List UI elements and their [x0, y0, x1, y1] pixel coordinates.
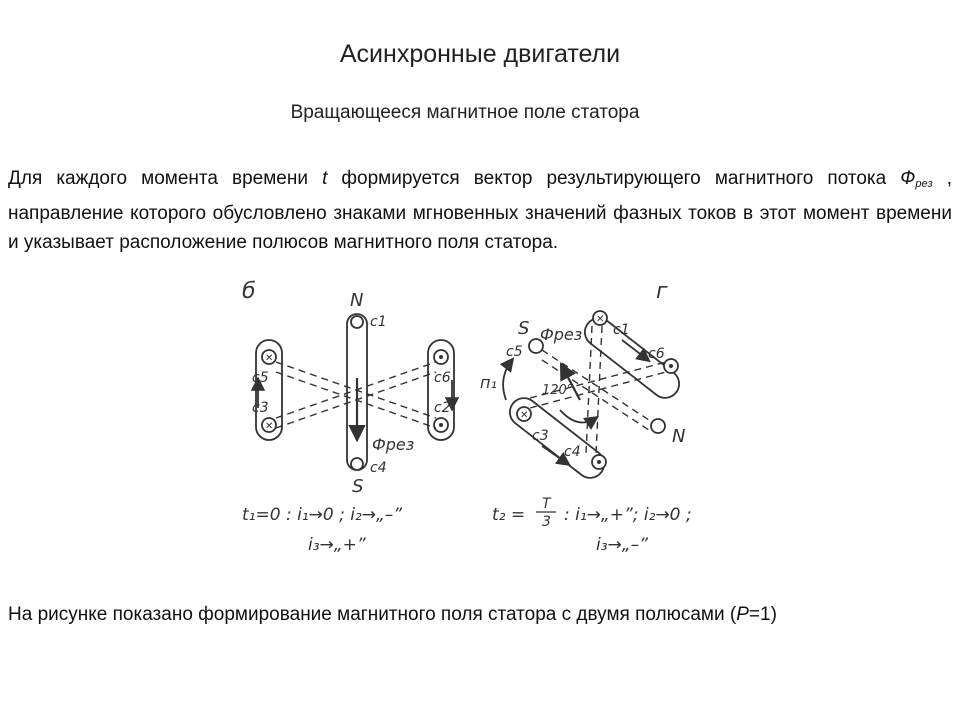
- coil-end-n: [650, 418, 666, 434]
- slide-subtitle: Вращающееся магнитное поле статора: [290, 102, 640, 123]
- pole-s-label: S: [352, 476, 363, 497]
- coil-label-c6: с6: [648, 346, 665, 362]
- coil-label-c3: с3: [532, 428, 549, 444]
- coil-end-c3: [261, 417, 277, 433]
- coil-label-c4: с4: [564, 444, 581, 460]
- formula-line-2: i₃→„–”: [596, 535, 648, 555]
- coil-label-c4: с4: [370, 460, 387, 476]
- diagram-right-label: г: [656, 279, 668, 304]
- coil-end-c1: [592, 310, 608, 326]
- cross-icon: ✕: [265, 353, 273, 364]
- coil-label-c6: с6: [434, 370, 451, 386]
- paragraph-text: На рисунке показано формирование магнитн…: [8, 604, 737, 625]
- formula-fraction-numerator: T: [542, 496, 552, 512]
- coil-end-c4: [350, 457, 364, 471]
- paragraph-text: формируется вектор результирующего магни…: [327, 168, 901, 189]
- pole-pairs-symbol: Р: [736, 604, 749, 625]
- coil-end-c5: [261, 349, 277, 365]
- dot-icon: [669, 364, 673, 368]
- coil-label-c1: с1: [370, 314, 387, 330]
- coil-connections: [529, 325, 667, 455]
- flux-vector-label: Фрез: [372, 435, 414, 454]
- current-arrow: [541, 445, 571, 467]
- coil-label-c1: с1: [613, 322, 630, 338]
- paragraph-text: =1): [748, 604, 777, 625]
- pole-n-label: N: [350, 290, 363, 311]
- coil-c3-c4: [509, 397, 605, 479]
- rotation-label: п₁: [480, 373, 497, 392]
- formula-fraction-denominator: 3: [542, 514, 551, 530]
- rotation-arrow: [499, 357, 515, 401]
- slide-title: Асинхронные двигатели: [339, 40, 621, 68]
- coil-label-c3: с3: [252, 400, 269, 416]
- stator-field-figure: б N S с1 с4 ✕ ✕ с5 с3 с6 с2: [242, 279, 692, 555]
- formula-line-1: : i₁→„+”; i₂→0 ;: [564, 505, 692, 525]
- cross-icon: ✕: [596, 314, 604, 325]
- angle-label: 120°: [542, 383, 573, 398]
- current-arrow: [621, 339, 651, 363]
- pole-n-label: N: [672, 426, 685, 447]
- formula-line-2: i₃→„+”: [308, 535, 366, 555]
- flux-symbol: Ф: [900, 168, 916, 189]
- conclusion-paragraph: На рисунке показано формирование магнитн…: [8, 600, 952, 629]
- formula-t: t₂ =: [492, 505, 525, 525]
- coil-end-c5: [528, 338, 544, 354]
- diagram-left: б N S с1 с4 ✕ ✕ с5 с3 с6 с2: [242, 279, 460, 555]
- coil-c6-c2: [427, 339, 455, 441]
- description-paragraph: Для каждого момента времени t формируетс…: [8, 164, 952, 257]
- coil-label-c5: с5: [506, 344, 523, 360]
- paragraph-text: , направление которого обусловлено знака…: [8, 168, 952, 253]
- flux-vector-label: Фрез: [540, 325, 582, 344]
- coil-label-c2: с2: [434, 400, 451, 416]
- flux-vector-arrow: [559, 362, 581, 401]
- diagram-right: г ✕ с1 с6 ✕ с3 с4 S N с5: [480, 279, 692, 555]
- coil-c1-c6: [584, 317, 680, 399]
- diagram-left-label: б: [242, 279, 256, 304]
- cross-icon: ✕: [265, 421, 273, 432]
- coil-end-c3: [516, 406, 532, 422]
- angle-arc: [559, 409, 599, 430]
- dot-icon: [439, 423, 443, 427]
- dot-icon: [597, 460, 601, 464]
- cross-icon: ✕: [520, 410, 528, 421]
- coil-label-c5: с5: [252, 370, 269, 386]
- formula-line-1: t₁=0 : i₁→0 ; i₂→„–”: [242, 505, 402, 525]
- flux-subscript: рез: [915, 178, 933, 190]
- time-symbol: t: [322, 168, 328, 189]
- dot-icon: [439, 355, 443, 359]
- pole-s-label: S: [518, 318, 529, 339]
- coil-end-c1: [350, 315, 364, 329]
- paragraph-text: Для каждого момента времени: [8, 168, 323, 189]
